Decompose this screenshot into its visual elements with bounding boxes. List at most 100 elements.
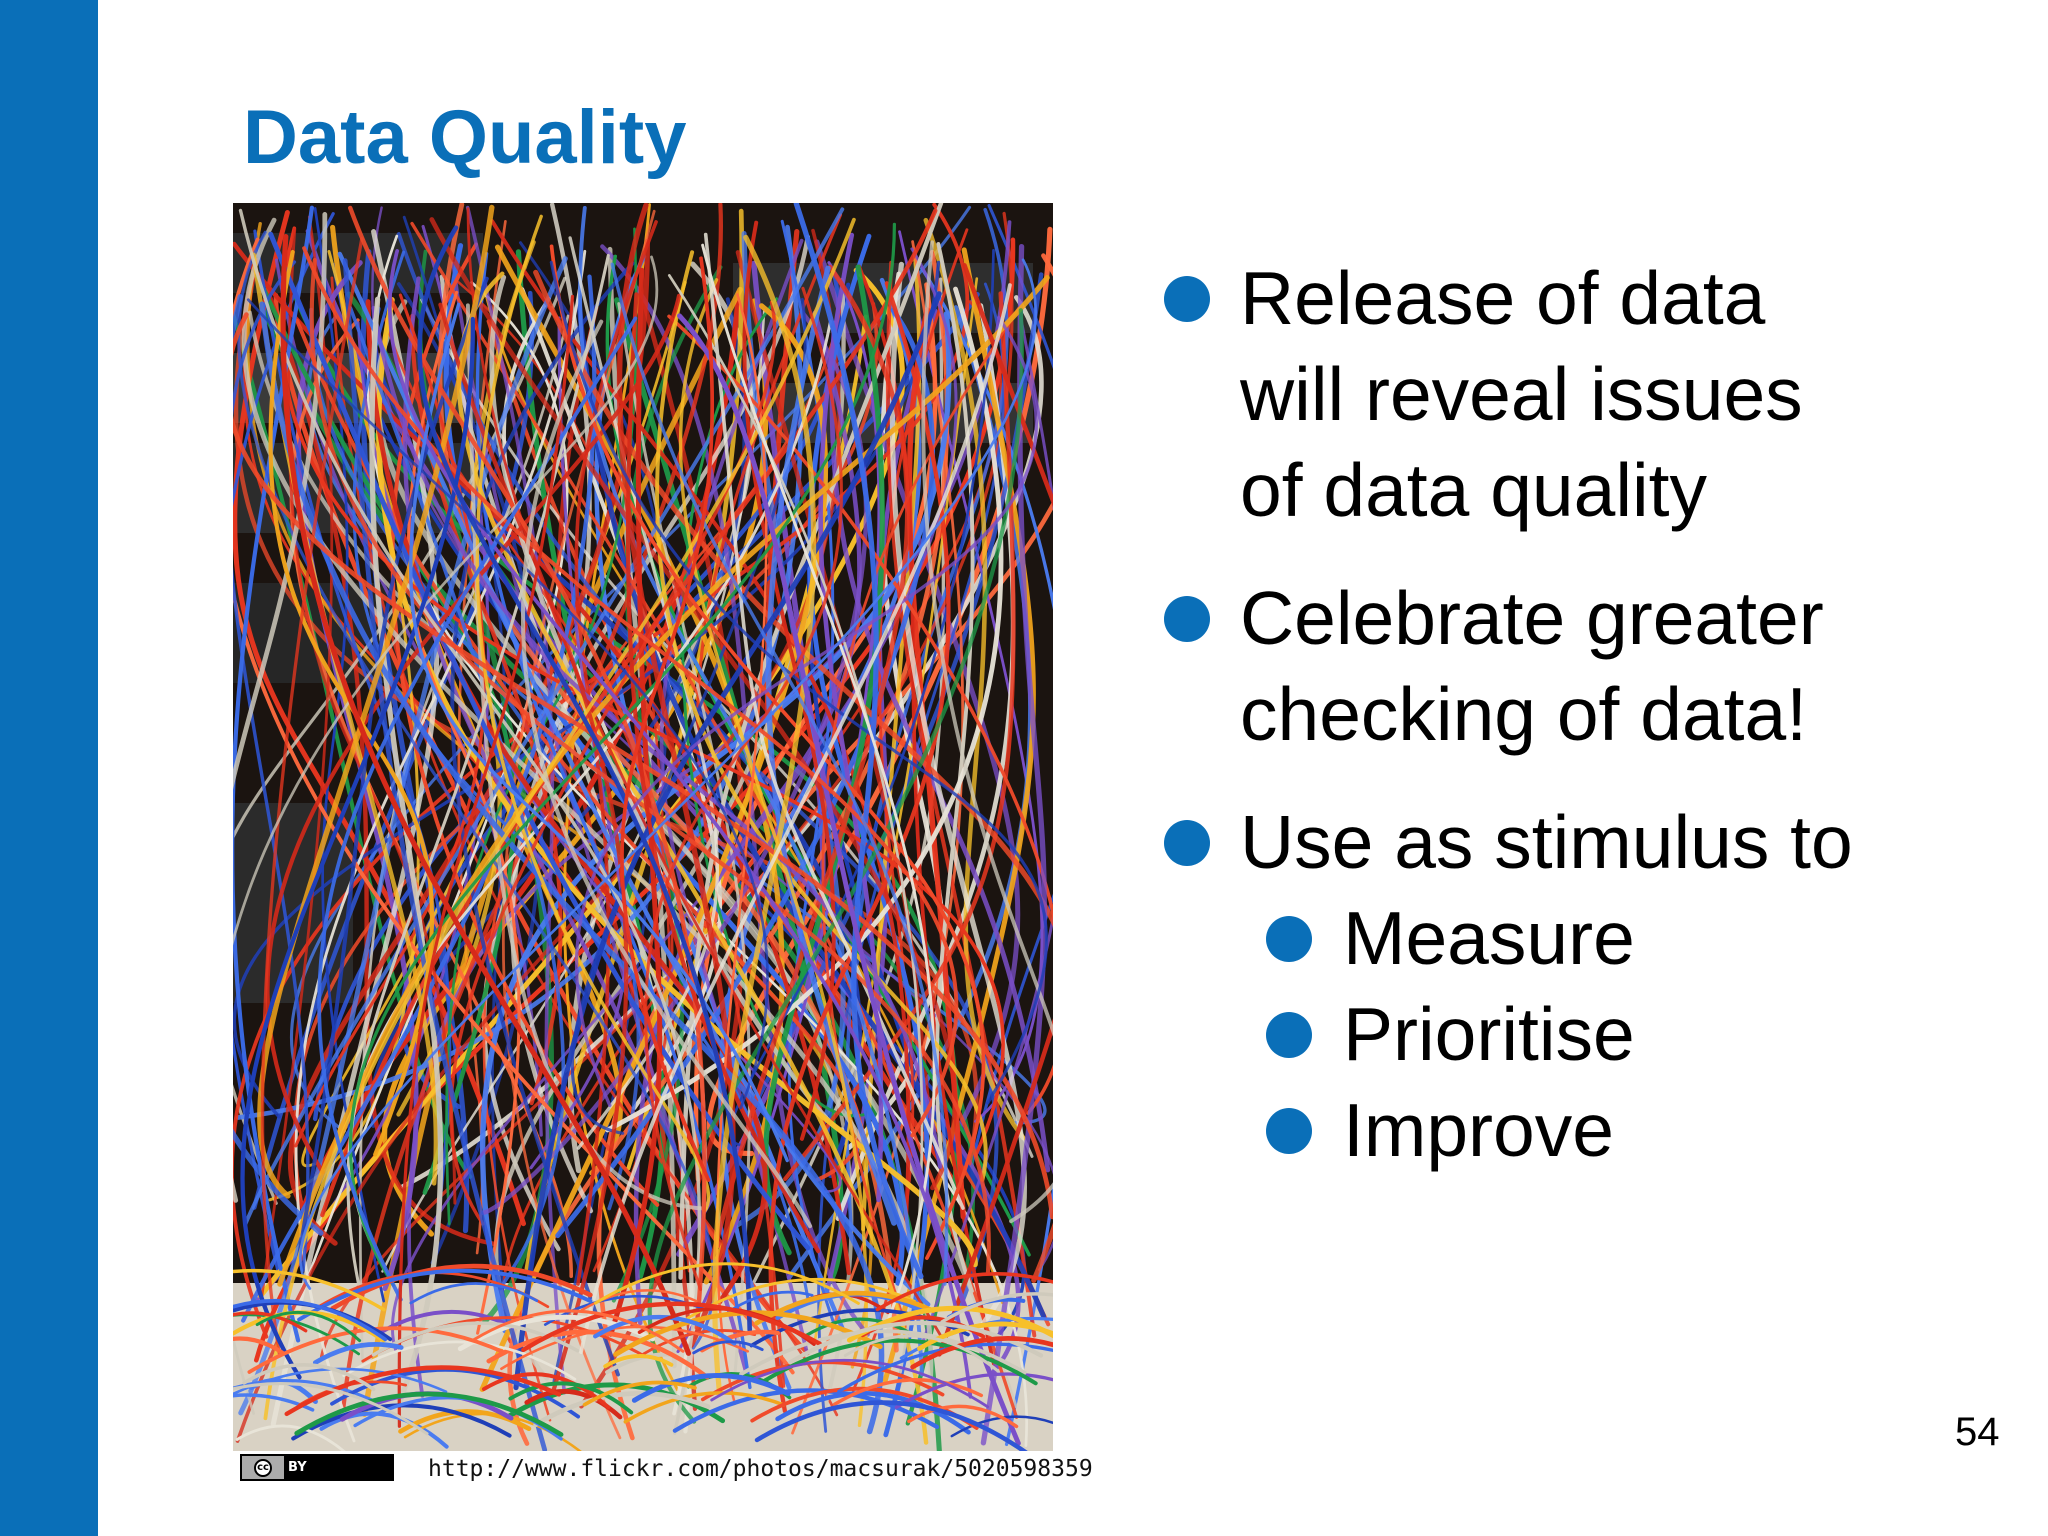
bullet-dot-icon bbox=[1266, 1108, 1312, 1154]
cable-strand bbox=[319, 1411, 449, 1449]
cable-strand bbox=[237, 230, 716, 1350]
cable-strand bbox=[679, 278, 868, 1427]
cable-strand bbox=[549, 260, 1049, 1105]
cable-strand bbox=[508, 1381, 634, 1415]
cable-strand bbox=[775, 1391, 971, 1435]
bullet-dot-icon bbox=[1266, 916, 1312, 962]
cable-strand bbox=[317, 316, 638, 1302]
cable-strand bbox=[701, 243, 936, 1333]
cable-strand bbox=[449, 300, 777, 1226]
cable-strand bbox=[233, 1382, 429, 1436]
cable-strand bbox=[297, 1268, 593, 1322]
slide-title: Data Quality bbox=[243, 95, 687, 180]
cable-strand bbox=[233, 237, 795, 1375]
cable-strand bbox=[923, 217, 1026, 1141]
cable-strand bbox=[747, 272, 1044, 1118]
bullet-item: Release of data will reveal issues of da… bbox=[1160, 250, 2010, 538]
cable-strand bbox=[940, 1292, 1053, 1324]
cable-strand bbox=[950, 1415, 1053, 1438]
cable-strand bbox=[837, 1342, 1053, 1394]
bullet-text: of data quality bbox=[1240, 448, 1707, 532]
bullet-text: Release of data bbox=[1240, 256, 1766, 340]
cable-strand bbox=[921, 240, 1053, 1224]
cable-strand bbox=[406, 290, 521, 1335]
cable-strand bbox=[533, 1391, 711, 1428]
cable-strand bbox=[457, 1314, 656, 1352]
cable-strand bbox=[352, 250, 810, 1300]
cable-strand bbox=[631, 1372, 791, 1403]
cable-strand bbox=[312, 1342, 404, 1365]
cable-strand bbox=[346, 253, 610, 1295]
cable-strand bbox=[907, 1404, 1019, 1429]
cable-strand bbox=[712, 234, 817, 1396]
cable-strand bbox=[533, 269, 1053, 1283]
cable-strand bbox=[710, 1358, 990, 1409]
cable-strand bbox=[889, 261, 1027, 1345]
cable-strand bbox=[268, 249, 435, 1157]
cable-strand bbox=[388, 249, 973, 1399]
cable-strand bbox=[342, 1340, 577, 1381]
bullet-text: checking of data! bbox=[1240, 672, 1808, 756]
cable-strand bbox=[472, 1309, 685, 1353]
cable-strand bbox=[302, 246, 959, 1138]
bullet-text: Celebrate greater bbox=[1240, 576, 1824, 660]
cable-strand bbox=[906, 307, 966, 1220]
cable-strand bbox=[582, 1380, 697, 1407]
cable-strand bbox=[625, 292, 821, 1254]
cable-strand bbox=[260, 237, 364, 1358]
cable-strand bbox=[593, 1262, 860, 1305]
cable-strand bbox=[280, 234, 692, 1356]
cable-strand bbox=[410, 221, 1019, 1419]
cable-strand bbox=[610, 262, 949, 1286]
photo-credit: cc BY http://www.flickr.com/photos/macsu… bbox=[240, 1452, 1093, 1486]
cable-strand bbox=[233, 1367, 448, 1396]
photo-source-link[interactable]: http://www.flickr.com/photos/macsurak/50… bbox=[428, 1456, 1093, 1482]
bullet-text: will reveal issues bbox=[1240, 352, 1803, 436]
cable-strand bbox=[655, 250, 988, 1182]
bullet-item: Celebrate greater checking of data! bbox=[1160, 570, 2010, 762]
cable-strand bbox=[507, 1382, 726, 1424]
cable-strand bbox=[980, 243, 1047, 1446]
bullet-item: Use as stimulus to bbox=[1160, 794, 2010, 890]
cable-strand bbox=[233, 1336, 285, 1355]
cable-strand bbox=[241, 274, 597, 1323]
cable-strand bbox=[739, 1329, 1027, 1376]
cable-strand bbox=[233, 1311, 308, 1333]
cc-icon: cc bbox=[254, 1458, 272, 1477]
cable-strand bbox=[279, 226, 1005, 1157]
cable-strand bbox=[521, 1301, 823, 1353]
cable-strand bbox=[240, 316, 475, 1380]
cable-strand bbox=[843, 1334, 1000, 1373]
cable-strand bbox=[268, 231, 811, 1251]
cable-strand bbox=[732, 1290, 814, 1310]
cable-strand bbox=[369, 296, 444, 1408]
page-number: 54 bbox=[1955, 1410, 2000, 1454]
cable-strand bbox=[710, 264, 910, 1260]
cable-strand bbox=[238, 256, 568, 1416]
cable-strand bbox=[299, 258, 1037, 1290]
bullet-dot-icon bbox=[1164, 596, 1210, 642]
cc-license-badge[interactable]: cc BY bbox=[240, 1454, 394, 1481]
cable-strand bbox=[375, 1309, 515, 1336]
cable-strand bbox=[579, 283, 1012, 1354]
cable-strand bbox=[475, 214, 711, 1213]
cable-strand bbox=[603, 1354, 674, 1369]
cable-strand bbox=[692, 1340, 764, 1355]
cable-strand bbox=[500, 1325, 749, 1370]
cable-strand bbox=[396, 232, 999, 1321]
cable-strand bbox=[910, 1336, 1053, 1370]
cable-strand bbox=[243, 207, 845, 1227]
cable-strand bbox=[793, 203, 924, 1280]
cable-strand bbox=[920, 266, 1053, 1447]
bullet-dot-icon bbox=[1164, 276, 1210, 322]
sub-bullet-item: Improve bbox=[1160, 1082, 2010, 1178]
sub-bullet-text: Prioritise bbox=[1343, 992, 1635, 1076]
left-accent-bar bbox=[0, 0, 98, 1536]
cable-strand bbox=[284, 1365, 562, 1417]
cable-strand bbox=[257, 204, 495, 1199]
cable-strand bbox=[481, 1372, 611, 1410]
cable-strand bbox=[330, 1263, 593, 1311]
cable-strand bbox=[578, 205, 924, 1377]
cable-strand bbox=[672, 1388, 940, 1433]
